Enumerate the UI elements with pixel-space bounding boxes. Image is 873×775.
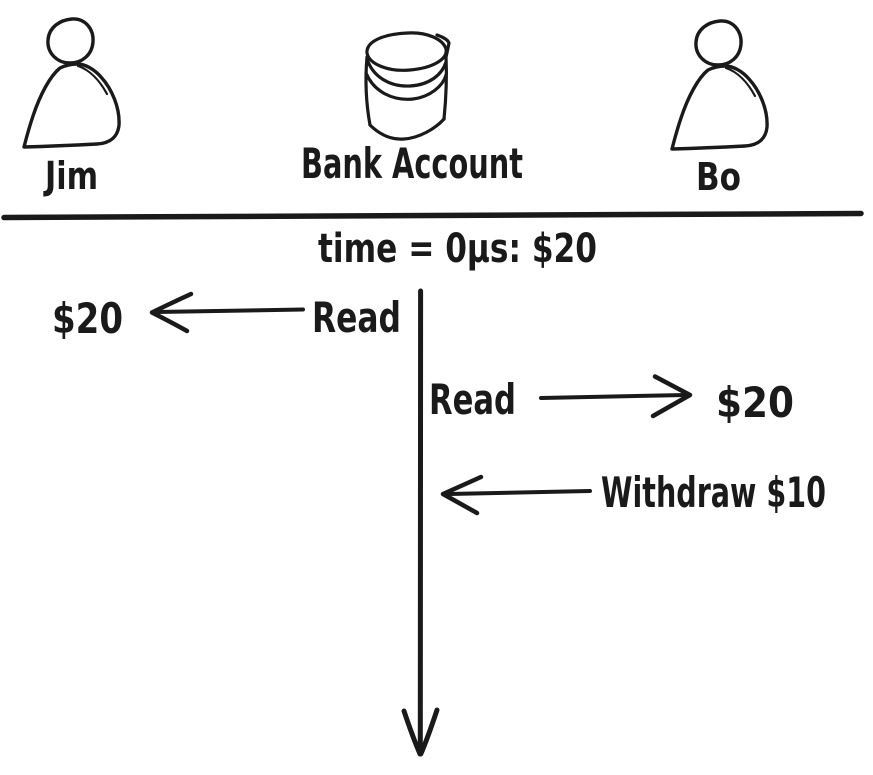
person-body-sketch-stroke [724,66,757,98]
database-rim-arc-2 [364,71,448,101]
timeline-header: time = 0μs: $20 [318,226,597,272]
database-top-flap [435,33,451,59]
actor-label-jim: Jim [43,154,98,198]
message-withdraw-to-bank: Withdraw $10 [440,468,826,517]
timeline-arrow [401,288,440,757]
person-head [46,17,95,65]
person-icon [22,17,121,149]
person-head [694,19,743,67]
message-read-to-jim: $20 Read [52,291,401,343]
timeline-arrowhead-left [401,708,423,757]
timeline-arrowhead-right [418,707,440,757]
message-value: $20 [716,378,794,427]
arrow-head [149,291,194,334]
left-arrow [440,474,592,516]
database-left-side [364,55,372,127]
arrow-shaft [539,393,688,400]
database-right-side [442,55,448,121]
person-body [22,62,121,149]
right-arrow [539,374,693,419]
person-body-sketch-stroke [76,64,109,96]
arrow-head [440,474,484,516]
message-value: $20 [52,294,123,343]
message-label: Read [429,375,516,424]
person-body [670,64,769,151]
actor-bo: Bo [670,19,769,199]
actor-bank-account: Bank Account [301,31,523,188]
actor-label-bo: Bo [696,155,741,199]
person-icon [670,19,769,151]
actors-separator-line [1,210,864,221]
database-bottom [368,117,446,141]
database-top-ellipse [365,31,448,72]
message-label: Read [312,293,401,342]
actor-label-bank-account: Bank Account [301,139,523,188]
database-icon [364,31,451,141]
left-arrow [149,291,305,334]
arrow-head [650,374,693,419]
arrow-shaft [447,489,592,496]
database-rim-arc-1 [365,57,448,88]
arrow-shaft [154,307,305,314]
actor-jim: Jim [22,17,121,198]
message-read-to-bo: Read $20 [429,374,794,427]
message-label: Withdraw $10 [601,468,826,517]
